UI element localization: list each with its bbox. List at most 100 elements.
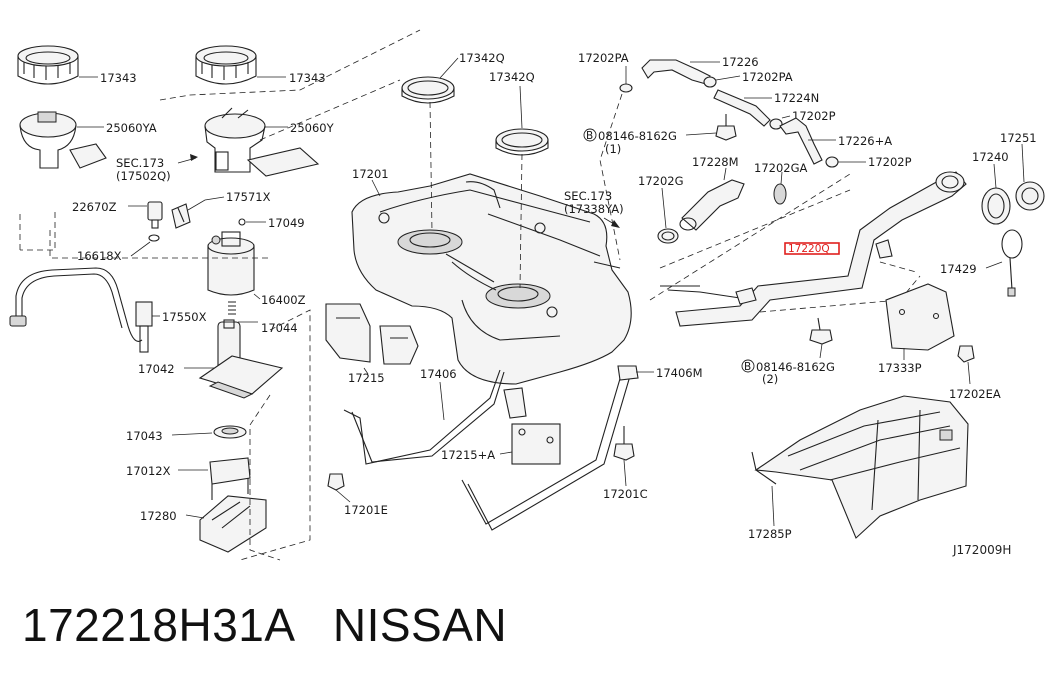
label-17406: 17406 [420,367,457,381]
label-17201: 17201 [352,167,389,181]
label-17202ea: 17202EA [949,387,1001,401]
label-17202p-upper: 17202P [792,109,836,123]
bracket-17012x[interactable] [209,457,251,500]
gasket-17240[interactable] [981,187,1011,225]
label-17043: 17043 [126,429,163,443]
label-17201e: 17201E [344,503,388,517]
label-17406m: 17406M [656,366,703,380]
sensor-22670z[interactable] [147,201,163,229]
bolt-marker-label-2: B [744,361,751,373]
label-sec173-mid-sub: (17338YA) [564,202,624,216]
protector-17285p[interactable] [751,395,969,539]
label-17342q-upper: 17342Q [459,51,505,65]
label-17215a: 17215+A [441,448,495,462]
highlight-box [784,242,840,255]
label-17202pa-upper: 17202PA [578,51,629,65]
protector-17215[interactable] [325,303,419,365]
label-22670z: 22670Z [72,200,117,214]
part-caption: 172218H31A NISSAN [22,598,507,652]
bolt-17201e[interactable] [327,473,345,491]
label-17201c: 17201C [603,487,648,501]
bolt-08146-upper[interactable] [715,114,737,141]
label-17226: 17226 [722,55,759,69]
hose-17226a[interactable] [779,117,823,165]
label-25060ya: 25060YA [106,121,157,135]
label-16400z: 16400Z [261,293,306,307]
fuel-pump-17042[interactable] [198,319,284,399]
filler-cap-17251[interactable] [1015,181,1045,211]
label-17226a: 17226+A [838,134,892,148]
label-17280: 17280 [140,509,177,523]
tether-17429[interactable] [1001,229,1023,297]
bracket-17280[interactable] [199,495,267,553]
label-17240: 17240 [972,150,1009,164]
label-bolt-08146-upper: 08146-8162G [598,129,677,143]
tank-strap-17406m[interactable] [461,365,639,531]
label-17202p-lower: 17202P [868,155,912,169]
lock-ring-17343-right[interactable] [195,45,257,85]
fuel-line-17550x[interactable] [9,267,153,353]
arrow-icon [190,154,198,161]
clamp-17202pa-lower[interactable] [703,76,717,88]
label-17220q[interactable]: 17220Q [788,243,830,255]
label-17215: 17215 [348,371,385,385]
label-17251: 17251 [1000,131,1037,145]
diagram-code: J172009H [953,543,1012,557]
lock-ring-17343-left[interactable] [17,45,79,85]
oring-16618x[interactable] [148,234,160,242]
clamp-17202p-lower[interactable] [825,156,839,168]
hose-17226[interactable] [641,59,711,85]
label-sec173-mid: SEC.173 [564,189,612,203]
label-17333p: 17333P [878,361,922,375]
label-17044: 17044 [261,321,298,335]
spring-17044[interactable] [228,301,236,315]
label-17343-left: 17343 [100,71,137,85]
label-17042: 17042 [138,362,175,376]
fuel-filter-16400z[interactable] [207,231,255,296]
gasket-17342q-upper[interactable] [401,76,455,104]
bolt-08146-lower[interactable] [809,317,833,345]
label-bolt-08146-upper-qty: (1) [605,142,621,156]
label-17049: 17049 [268,216,305,230]
bolt-17201c[interactable] [613,426,635,461]
filler-tube-17220q[interactable] [660,171,967,327]
label-17202ga: 17202GA [754,161,807,175]
tube-17224n[interactable] [713,89,771,127]
label-17571x: 17571X [226,190,271,204]
protector-17333p[interactable] [885,283,955,351]
label-17202pa-lower: 17202PA [742,70,793,84]
label-17429: 17429 [940,262,977,276]
label-17342q-lower: 17342Q [489,70,535,84]
level-sender-25060ya[interactable] [19,111,107,169]
bolt-marker-icon [741,359,755,373]
protector-17215a[interactable] [503,387,561,465]
fuel-tank-17201[interactable] [351,173,632,385]
label-bolt-08146-lower-qty: (2) [762,372,778,386]
pump-module-25060y[interactable] [204,107,320,177]
group-line [19,212,56,251]
clamp-17202p-upper[interactable] [769,118,783,130]
arrow-icon [611,220,620,228]
clamp-17202g[interactable] [657,228,679,244]
label-17550x: 17550X [162,310,207,324]
label-sec173-left: SEC.173 [116,156,164,170]
oring-17049[interactable] [238,218,246,226]
tank-strap-17406[interactable] [343,369,505,465]
gasket-17342q-lower[interactable] [495,128,549,156]
clip-17202ea[interactable] [957,345,975,363]
label-bolt-08146-lower: 08146-8162G [756,360,835,374]
clamp-17202ga[interactable] [773,183,787,205]
label-17012x: 17012X [126,464,171,478]
clip-17571x[interactable] [171,203,191,229]
retainer-17043[interactable] [213,425,247,439]
label-17202g: 17202G [638,174,684,188]
label-17224n: 17224N [774,91,819,105]
label-sec173-left-sub: (17502Q) [116,169,171,183]
caption-part-number: 172218H31A [22,599,294,651]
label-17343-right: 17343 [289,71,326,85]
clamp-17202pa-upper[interactable] [619,83,633,93]
label-17228m: 17228M [692,155,739,169]
hose-17228m[interactable] [679,179,745,231]
caption-brand: NISSAN [332,599,508,651]
